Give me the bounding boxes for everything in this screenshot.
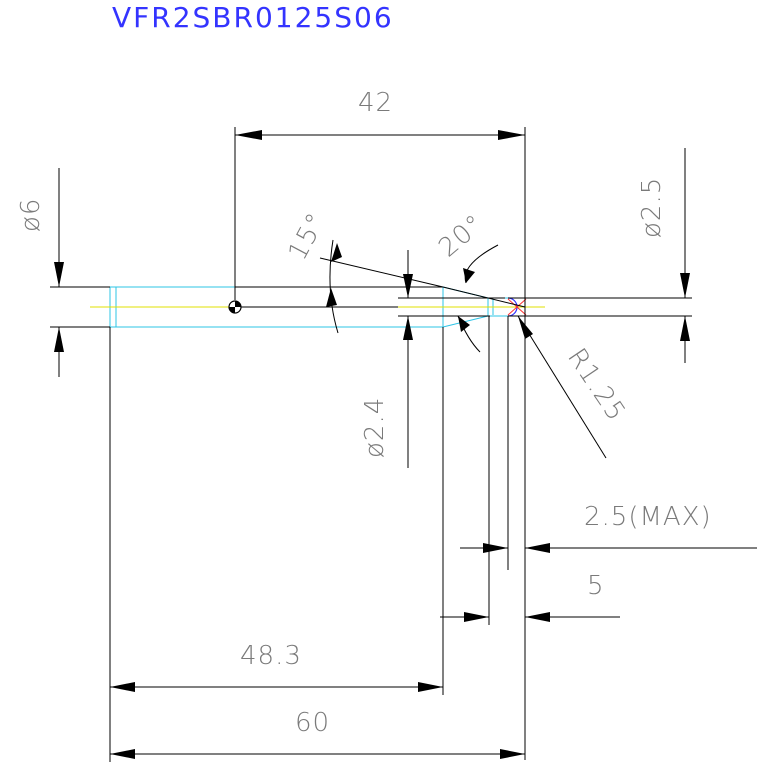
dim-ball-radius-text: R1.25 (561, 343, 631, 427)
dim-flute-length-text: 2.5(MAX) (584, 502, 712, 532)
dim-neck-diameter: ø2.4 (360, 250, 413, 468)
dim-ball-radius: R1.25 (517, 315, 631, 459)
dim-tip-diameter-text: ø2.5 (637, 177, 667, 238)
dim-gauge-length-text: 42 (358, 88, 393, 118)
dim-tip-diameter: ø2.5 (508, 148, 692, 363)
dim-taper-angle-text: 15° (283, 208, 333, 265)
dim-shank-to-neck-text: 48.3 (240, 641, 302, 671)
dim-neck-length-text: 5 (587, 571, 605, 601)
dim-shank-diameter-text: ø6 (16, 198, 46, 232)
dim-neck-length: 5 (440, 316, 620, 625)
dim-flute-length: 2.5(MAX) (460, 316, 757, 570)
drawing-title: VFR2SBR0125S06 (112, 1, 394, 34)
dim-tip-angle: 20° (433, 209, 526, 353)
dim-overall-length: 60 (110, 708, 525, 759)
dim-taper-angle: 15° (283, 208, 444, 334)
gauge-point-icon (228, 300, 242, 314)
dim-shank-diameter: ø6 (16, 168, 110, 377)
dim-neck-diameter-text: ø2.4 (360, 397, 390, 458)
dim-shank-to-neck: 48.3 (109, 327, 444, 762)
neck-edges (235, 286, 505, 317)
dim-overall-length-text: 60 (295, 708, 330, 738)
dim-gauge-length: 42 (234, 88, 526, 760)
